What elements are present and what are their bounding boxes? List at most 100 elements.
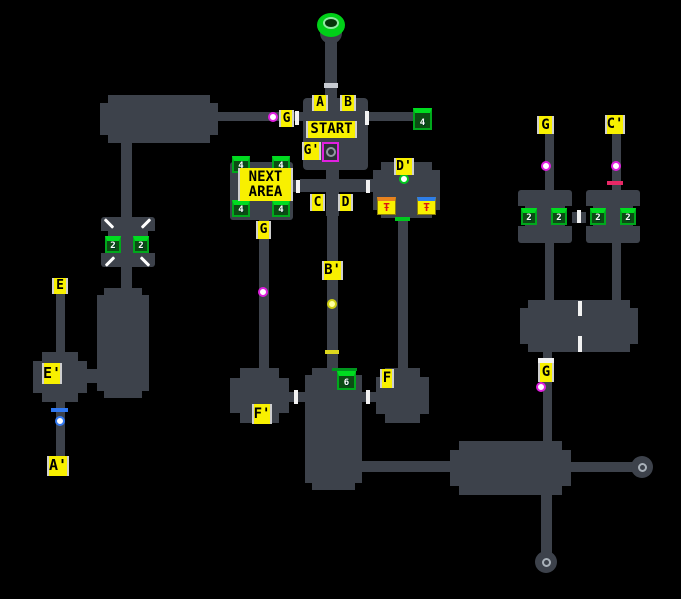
magenta-dot (541, 161, 551, 171)
label-g-bottom-right: G (538, 363, 554, 382)
room-corner-cutout (305, 483, 312, 490)
room-corner-cutout (142, 288, 149, 295)
label-b: B (340, 95, 356, 111)
start-stem-top (325, 38, 337, 100)
magenta-dot (536, 382, 546, 392)
room-corner-cutout (230, 413, 240, 423)
door-tick (295, 111, 299, 125)
door-tick (294, 390, 298, 404)
door-tick (366, 180, 370, 193)
room-corner-cutout (97, 391, 104, 398)
room-corner-cutout (630, 300, 638, 308)
label-a-prime: A' (47, 456, 69, 476)
room-corner-cutout (78, 352, 87, 361)
corridor-eprime-tall (87, 369, 97, 383)
room-corner-cutout (210, 95, 218, 103)
corridor-e (56, 293, 65, 353)
room-corner-cutout (101, 231, 108, 253)
room-corner-cutout (432, 210, 440, 218)
room-corner-cutout (630, 344, 638, 352)
door-tick (578, 301, 582, 316)
room-corner-cutout (565, 206, 572, 226)
room-corner-cutout (33, 393, 42, 402)
magenta-dot (258, 287, 268, 297)
magenta-dot (611, 161, 621, 171)
crimson-bar-cprime (607, 181, 623, 185)
corridor-crossr2-down (612, 242, 621, 302)
label-g-mid: G (256, 221, 271, 239)
corridor-cross-down (121, 265, 132, 291)
room-corner-cutout (562, 441, 571, 450)
room-corner-cutout (376, 414, 385, 423)
door-tick (366, 390, 370, 404)
room-corner-cutout (586, 206, 593, 226)
room-corner-cutout (420, 368, 429, 377)
corridor-bottom-left (358, 461, 452, 472)
label-start: START (306, 121, 357, 138)
round-terminal-right (631, 456, 653, 478)
terminal-ring-icon (637, 462, 647, 472)
corridor-topleft-down (121, 140, 132, 220)
label-g-top-left: G (279, 110, 294, 127)
terminal-ring-icon (541, 557, 551, 567)
room-corner-cutout (33, 352, 42, 361)
label-e-prime: E' (42, 363, 62, 384)
corridor-a-prime (56, 402, 65, 458)
label-a: A (312, 95, 328, 111)
count-box-2: 2 (133, 236, 149, 253)
count-box-6: 6 (337, 371, 356, 390)
count-box-4: 4 (413, 108, 432, 130)
label-b-prime: B' (322, 261, 343, 280)
count-box-2: 2 (590, 208, 606, 225)
room-corner-cutout (432, 162, 440, 170)
room-corner-cutout (305, 368, 312, 375)
count-box-2: 2 (620, 208, 636, 225)
gray-bar-start-shaft (324, 83, 338, 88)
room-corner-cutout (100, 95, 108, 103)
room-corner-cutout (355, 483, 362, 490)
start-arm-left (300, 179, 327, 192)
corridor-crossr1-down (545, 242, 554, 302)
label-next-area: NEXT AREA (238, 168, 293, 201)
start-marker-box (322, 142, 339, 162)
room-corner-cutout (142, 391, 149, 398)
marker-inner-ring-icon (325, 147, 336, 157)
room-corner-cutout (450, 486, 459, 495)
count-box-4: 4 (232, 200, 250, 217)
room-corner-cutout (78, 393, 87, 402)
label-d: D (338, 194, 353, 211)
label-g-prime: G' (302, 142, 321, 160)
count-box-4: 4 (272, 200, 290, 217)
room-corner-cutout (97, 288, 104, 295)
room-corner-cutout (520, 344, 528, 352)
corridor-bottom-right (570, 462, 633, 472)
count-box-2: 2 (105, 236, 121, 253)
room-corner-cutout (520, 300, 528, 308)
room-tall-left (97, 288, 149, 398)
label-f: F (380, 369, 394, 388)
room-corner-cutout (210, 135, 218, 143)
count-box-2: 2 (521, 208, 537, 225)
door-tick (577, 210, 581, 223)
room-corner-cutout (450, 441, 459, 450)
room-corner-cutout (373, 162, 381, 170)
corridor-g-bottomright (543, 352, 552, 442)
corridor-bottom-down (541, 494, 552, 554)
start-stem-bottom (326, 170, 339, 216)
door-tick (578, 336, 582, 352)
room-corner-cutout (279, 413, 289, 423)
room-bottom-big (450, 441, 571, 495)
label-e: E (52, 278, 68, 294)
label-g-top-right: G (537, 116, 554, 134)
round-terminal-bottom (535, 551, 557, 573)
orange-top-item-box: Ŧ (377, 197, 396, 215)
green-ring-dot (399, 174, 409, 184)
room-top-left (100, 95, 218, 143)
room-corner-cutout (279, 368, 289, 378)
start-arm-right (339, 179, 376, 192)
magenta-dot (268, 112, 278, 122)
label-c: C (310, 194, 325, 211)
corridor-ab-left (216, 112, 304, 121)
blue-dot (55, 416, 65, 426)
